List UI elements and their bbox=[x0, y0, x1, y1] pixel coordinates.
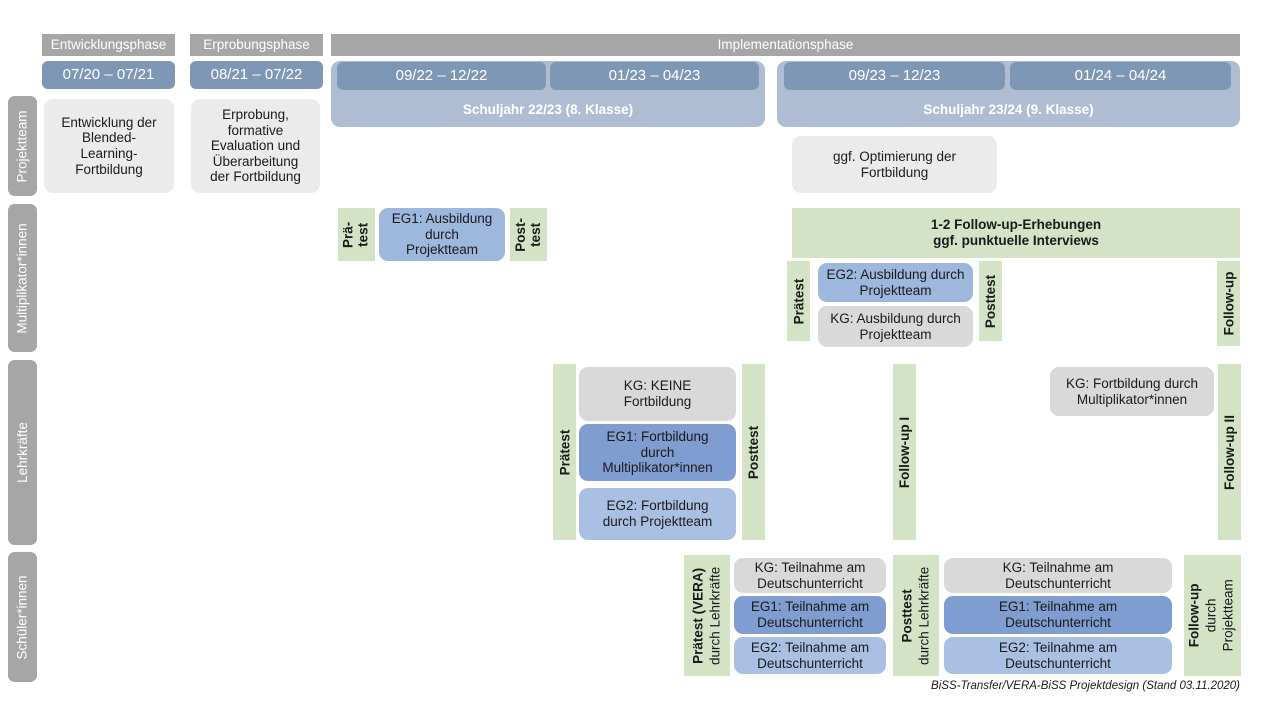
posttest-label: Posttest bbox=[983, 274, 999, 328]
lehrkraefte-praetest-column: Prätest bbox=[553, 364, 576, 540]
multiplikator-praetest-column: Prä- test bbox=[338, 208, 375, 261]
schueler-praetest-column: Prätest (VERA) durch Lehrkräfte bbox=[684, 555, 730, 676]
phase-label: Entwicklungsphase bbox=[50, 37, 167, 53]
period-chip-5: 09/23 – 12/23 bbox=[784, 62, 1005, 90]
lane-label-lehrkraefte: Lehrkräfte bbox=[8, 360, 37, 545]
praetest-line1: Prä- bbox=[340, 221, 356, 248]
praetest-label: Prätest bbox=[557, 429, 572, 475]
period-label: 09/23 – 12/23 bbox=[848, 67, 941, 85]
praetest-bold-label: Prätest (VERA) bbox=[690, 567, 706, 664]
followup-band-line2: ggf. punktuelle Interviews bbox=[933, 233, 1099, 248]
praetest-line2: test bbox=[355, 222, 371, 247]
multiplikator-kg-box: KG: Ausbildung durch Projektteam bbox=[818, 306, 973, 347]
lehrkraefte-kg-fortbildung-box: KG: Fortbildung durch Multiplikator*inne… bbox=[1050, 367, 1214, 416]
posttest-label: Posttest bbox=[746, 425, 762, 479]
lane-text: Projektteam bbox=[15, 109, 30, 183]
lane-label-schueler: Schüler*innen bbox=[8, 552, 37, 682]
posttest-line2: test bbox=[527, 222, 543, 247]
footer-caption: BiSS-Transfer/VERA-BiSS Projektdesign (S… bbox=[931, 680, 1240, 692]
lane-label-multiplikator: Multiplikator*innen bbox=[8, 204, 37, 352]
followup-sub1-label: durch bbox=[1204, 598, 1220, 633]
multiplikator-posttest-column: Post- test bbox=[510, 208, 547, 261]
schueler-right-eg1-box: EG1: Teilnahme am Deutschunterricht bbox=[944, 596, 1172, 634]
schueler-left-kg-box: KG: Teilnahme am Deutschunterricht bbox=[734, 558, 886, 593]
school-year-label-2223: Schuljahr 22/23 (8. Klasse) bbox=[462, 102, 634, 118]
lane-text: Lehrkräfte bbox=[15, 422, 31, 483]
phase-header-implementation: Implementationsphase bbox=[331, 34, 1240, 56]
followup-bold-label: Follow-up bbox=[1187, 583, 1203, 648]
schueler-right-eg2-box: EG2: Teilnahme am Deutschunterricht bbox=[944, 637, 1172, 674]
followup2-label: Follow-up II bbox=[1222, 414, 1238, 490]
phase-header-erprobung: Erprobungsphase bbox=[190, 34, 323, 56]
followup-sub2-label: Projektteam bbox=[1220, 579, 1236, 652]
schueler-posttest-column: Posttest durch Lehrkräfte bbox=[893, 555, 939, 676]
phase-label: Implementationsphase bbox=[717, 37, 854, 53]
lane-label-projektteam: Projektteam bbox=[8, 96, 37, 196]
multiplikator-followup-column: Follow-up bbox=[1217, 261, 1240, 346]
period-label: 01/24 – 04/24 bbox=[1074, 67, 1167, 85]
projektteam-optimierung-box: ggf. Optimierung der Fortbildung bbox=[792, 136, 997, 193]
period-chip-2: 08/21 – 07/22 bbox=[190, 61, 323, 89]
followup-band-line1: 1-2 Follow-up-Erhebungen bbox=[930, 217, 1102, 233]
school-year-label-2324: Schuljahr 23/24 (9. Klasse) bbox=[923, 102, 1094, 118]
lehrkraefte-kg-keine-box: KG: KEINE Fortbildung bbox=[579, 367, 736, 421]
lehrkraefte-followup2-column: Follow-up II bbox=[1218, 364, 1241, 540]
multiplikator-eg2-box: EG2: Ausbildung durch Projektteam bbox=[818, 263, 973, 302]
followup-label: Follow-up bbox=[1221, 271, 1237, 336]
period-label: 08/21 – 07/22 bbox=[210, 66, 303, 84]
lehrkraefte-followup1-column: Follow-up I bbox=[893, 364, 916, 540]
followup1-label: Follow-up I bbox=[897, 416, 913, 488]
period-chip-4: 01/23 – 04/23 bbox=[550, 62, 759, 90]
lehrkraefte-posttest-column: Posttest bbox=[742, 364, 765, 540]
praetest-label: Prätest bbox=[791, 278, 806, 324]
phase-label: Erprobungsphase bbox=[203, 37, 310, 53]
lehrkraefte-eg2-box: EG2: Fortbildung durch Projektteam bbox=[579, 488, 736, 540]
posttest-bold-label: Posttest bbox=[899, 588, 915, 643]
lehrkraefte-eg1-box: EG1: Fortbildung durch Multiplikator*inn… bbox=[579, 424, 736, 481]
multiplikator-praetest-long-column: Prätest bbox=[787, 261, 810, 341]
period-chip-3: 09/22 – 12/22 bbox=[337, 62, 546, 90]
schueler-right-kg-box: KG: Teilnahme am Deutschunterricht bbox=[944, 558, 1172, 593]
multiplikator-eg1-box: EG1: Ausbildung durch Projektteam bbox=[379, 208, 505, 261]
multiplikator-posttest-long-column: Posttest bbox=[979, 261, 1002, 341]
phase-header-entwicklung: Entwicklungsphase bbox=[42, 34, 175, 56]
schueler-followup-column: Follow-up durch Projektteam bbox=[1184, 555, 1241, 676]
period-label: 01/23 – 04/23 bbox=[608, 67, 701, 85]
period-chip-6: 01/24 – 04/24 bbox=[1010, 62, 1231, 90]
projektteam-entwicklung-box: Entwicklung der Blended- Learning- Fortb… bbox=[44, 99, 174, 193]
schueler-left-eg2-box: EG2: Teilnahme am Deutschunterricht bbox=[734, 637, 886, 674]
lane-text: Multiplikator*innen bbox=[15, 222, 30, 334]
lane-text: Schüler*innen bbox=[15, 574, 30, 660]
schueler-left-eg1-box: EG1: Teilnahme am Deutschunterricht bbox=[734, 596, 886, 634]
posttest-sub-label: durch Lehrkräfte bbox=[916, 566, 931, 665]
praetest-sub-label: durch Lehrkräfte bbox=[707, 566, 722, 665]
period-label: 07/20 – 07/21 bbox=[62, 66, 155, 84]
projektteam-erprobung-box: Erprobung, formative Evaluation und Über… bbox=[191, 99, 320, 193]
posttest-line1: Post- bbox=[512, 217, 528, 252]
period-chip-1: 07/20 – 07/21 bbox=[42, 61, 175, 89]
period-label: 09/22 – 12/22 bbox=[395, 67, 488, 85]
